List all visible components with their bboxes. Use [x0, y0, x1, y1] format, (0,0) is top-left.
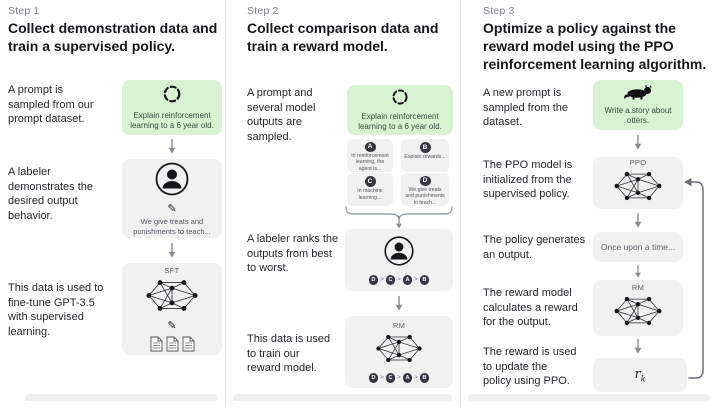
step3-prompt-text: Write a story about otters. — [604, 105, 672, 125]
step1-heading: Collect demonstration data and train a s… — [8, 20, 218, 54]
rank-item: B — [419, 373, 430, 383]
output-b-text: Explain rewards... — [404, 154, 446, 160]
down-arrow-icon — [394, 296, 404, 316]
step2-label: Step 2 — [247, 5, 279, 17]
step1-prompt-text: Explain reinforcement learning to a 6 ye… — [130, 110, 214, 130]
ranking-row: D > C > A > B — [368, 275, 430, 285]
rank-separator: > — [380, 277, 384, 283]
step3-ppo-box: PPO — [593, 157, 683, 209]
down-arrow-icon — [633, 339, 643, 359]
output-d-box: D We give treats and punishments to teac… — [401, 173, 449, 206]
output-c-text: In machine learning... — [357, 188, 383, 201]
step3-caption-update: The reward is used to update the policy … — [483, 346, 577, 388]
pencil-icon: ✎ — [167, 202, 177, 215]
step3-label: Step 3 — [483, 5, 515, 17]
step2-rm-box: RM D > C > A — [345, 316, 453, 388]
pencil-icon: ✎ — [167, 320, 177, 332]
step1-caption-finetune: This data is used to fine-tune GPT-3.5 w… — [8, 282, 104, 338]
step1-caption-labeler: A labeler demonstrates the desired outpu… — [8, 166, 93, 222]
output-a-box: A In reinforcement learning, the agent i… — [347, 139, 393, 172]
output-a-text: In reinforcement learning, the agent is.… — [351, 152, 389, 172]
bottom-bar — [25, 394, 218, 401]
step3-heading: Optimize a policy against the reward mod… — [483, 20, 707, 72]
output-d-badge: D — [419, 176, 431, 186]
step2-caption-train: This data is used to train our reward mo… — [247, 333, 331, 375]
step1-labeler-box: ✎ We give treats and punishments to teac… — [122, 159, 222, 238]
column-divider — [460, 0, 461, 407]
step1-sft-box: SFT ✎ — [122, 263, 222, 355]
step1-prompt-box: Explain reinforcement learning to a 6 ye… — [122, 80, 222, 135]
step3-caption-init: The PPO model is initialized from the su… — [483, 159, 573, 201]
output-d-text: We give treats and punishments to teach.… — [405, 186, 445, 206]
step2-labeler-box: D > C > A > B — [345, 229, 453, 291]
down-arrow-icon — [633, 213, 643, 233]
down-arrow-icon — [394, 216, 404, 234]
down-arrow-icon — [167, 139, 177, 159]
down-arrow-icon — [633, 135, 643, 155]
cycle-arrows-icon — [162, 84, 182, 109]
down-arrow-icon — [633, 265, 643, 283]
step3-output-box: Once upon a time... — [593, 232, 683, 262]
output-b-box: B Explain rewards... — [401, 139, 449, 172]
step2-prompt-box: Explain reinforcement learning to a 6 ye… — [347, 85, 453, 135]
rank-separator: > — [414, 277, 418, 283]
cycle-arrows-icon — [391, 88, 409, 111]
rank-separator: > — [397, 375, 401, 381]
column-divider — [225, 0, 226, 407]
step3-rm-box: RM — [593, 280, 683, 336]
step1-labeler-text: We give treats and punishments to teach.… — [133, 216, 211, 236]
step1-caption-prompt: A prompt is sampled from our prompt data… — [8, 84, 94, 126]
step2-caption-sample: A prompt and several model outputs are s… — [247, 87, 316, 143]
rank-item: C — [385, 275, 396, 285]
loop-arrow-icon — [683, 172, 709, 389]
neural-network-icon — [146, 277, 198, 319]
documents-icon — [150, 336, 195, 352]
neural-network-icon — [614, 294, 662, 333]
rank-item: D — [368, 373, 379, 383]
output-b-badge: B — [419, 142, 431, 153]
rank-item: C — [385, 373, 396, 383]
output-c-box: C In machine learning... — [347, 173, 393, 206]
reward-value: rk — [634, 366, 646, 384]
rank-separator: > — [380, 375, 384, 381]
bottom-bar — [468, 394, 710, 401]
person-in-circle-icon — [154, 161, 190, 202]
neural-network-icon — [376, 332, 422, 370]
step1-label: Step 1 — [8, 5, 40, 17]
step3-prompt-box: Write a story about otters. — [593, 80, 683, 130]
rank-item: D — [368, 275, 379, 285]
otter-icon — [623, 84, 653, 105]
neural-network-icon — [614, 169, 662, 208]
step3-caption-output: The policy generates an output. — [483, 234, 586, 261]
down-arrow-icon — [167, 243, 177, 263]
step3-caption-prompt: A new prompt is sampled from the dataset… — [483, 87, 568, 129]
rank-item: A — [402, 275, 413, 285]
sft-label: SFT — [164, 266, 180, 275]
ranking-row: D > C > A > B — [368, 373, 430, 383]
step3-caption-reward: The reward model calculates a reward for… — [483, 287, 578, 329]
step2-heading: Collect comparison data and train a rewa… — [247, 20, 439, 54]
step3-reward-box: rk — [593, 358, 687, 392]
ppo-label: PPO — [629, 158, 647, 167]
step2-prompt-text: Explain reinforcement learning to a 6 ye… — [358, 111, 442, 131]
output-c-badge: C — [364, 176, 376, 187]
step3-output-text: Once upon a time... — [600, 242, 676, 252]
step2-caption-rank: A labeler ranks the outputs from best to… — [247, 233, 339, 275]
person-in-circle-icon — [383, 235, 415, 272]
output-a-badge: A — [364, 142, 376, 152]
rm-label: RM — [392, 321, 406, 331]
rm-label: RM — [631, 283, 645, 292]
rank-item: B — [419, 275, 430, 285]
rank-separator: > — [397, 277, 401, 283]
bottom-bar — [233, 394, 452, 401]
rank-item: A — [402, 373, 413, 383]
rank-separator: > — [414, 375, 418, 381]
